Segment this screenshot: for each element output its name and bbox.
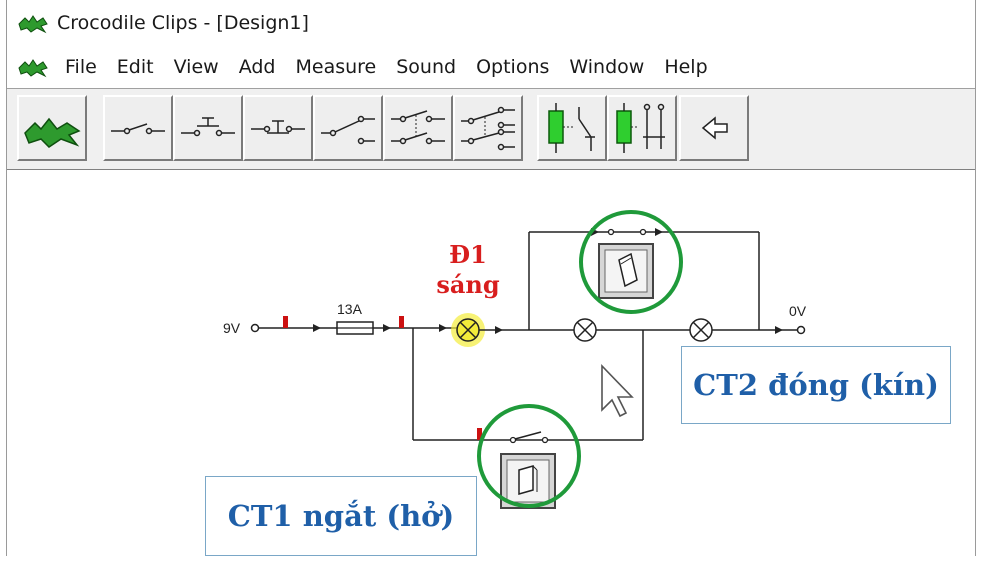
menu-view[interactable]: View (173, 56, 219, 78)
ground-label: 0V (789, 303, 807, 319)
current-arrow-icon (495, 326, 503, 334)
relay-changeover-icon (616, 103, 665, 153)
crocodile-icon (24, 117, 81, 148)
lamp-annotation-line2: sáng (436, 270, 500, 299)
toolbar (7, 88, 975, 171)
current-arrow-icon (313, 324, 321, 332)
source-terminal[interactable] (250, 323, 260, 333)
probe-marker (283, 316, 288, 328)
menu-bar: File Edit View Add Measure Sound Options… (7, 48, 975, 86)
menu-file[interactable]: File (65, 56, 97, 78)
circuit-diagram: 9V 13A 0V (223, 210, 807, 509)
dpst-switch-button[interactable] (383, 95, 453, 161)
menu-add[interactable]: Add (238, 56, 276, 78)
switch-spst-button[interactable] (103, 95, 173, 161)
current-arrow-icon (383, 324, 391, 332)
dpdt-switch-button[interactable] (453, 95, 523, 161)
source-label: 9V (223, 320, 241, 336)
push-to-break-icon (251, 120, 305, 134)
push-switch-button[interactable] (173, 95, 243, 161)
current-arrow-icon (439, 324, 447, 332)
relay-spst-button[interactable] (537, 95, 607, 161)
lamp-annotation-line1: Đ1 (449, 240, 487, 269)
menu-edit[interactable]: Edit (116, 56, 154, 78)
dpdt-switch-icon (461, 106, 515, 151)
menu-help[interactable]: Help (664, 56, 708, 78)
relay-icon (548, 103, 595, 153)
ct2-label: CT2 đóng (kín) (681, 346, 951, 424)
ct2-highlight-circle (579, 210, 683, 314)
menu-sound[interactable]: Sound (396, 56, 457, 78)
crocodile-menu-icon[interactable] (17, 54, 49, 80)
circuit-canvas[interactable]: 9V 13A 0V Đ1 sáng CT2 đóng (kín) CT1 ngắ… (7, 170, 975, 556)
menu-window[interactable]: Window (569, 56, 645, 78)
ground-terminal[interactable] (796, 325, 806, 335)
arrow-left-icon (701, 116, 728, 140)
changeover-switch-button[interactable] (313, 95, 383, 161)
spdt-switch-icon (321, 115, 375, 145)
push-break-button[interactable] (243, 95, 313, 161)
menu-measure[interactable]: Measure (295, 56, 377, 78)
crocodile-logo-icon (18, 15, 48, 34)
probe-marker (477, 428, 482, 440)
mouse-pointer-icon (601, 364, 634, 418)
window-title: Crocodile Clips - [Design1] (57, 12, 309, 34)
current-arrow-icon (775, 326, 783, 334)
dpst-switch-icon (391, 110, 445, 145)
crocodile-tool-button[interactable] (17, 95, 87, 161)
fuse-label: 13A (337, 301, 363, 317)
menu-options[interactable]: Options (476, 56, 550, 78)
ct1-label: CT1 ngắt (hở) (205, 476, 477, 556)
spst-switch-icon (111, 123, 165, 135)
push-to-make-icon (181, 117, 235, 137)
probe-marker (399, 316, 404, 328)
rocker-switch-icon (518, 465, 534, 495)
lamp-annotation: Đ1 sáng (431, 240, 505, 300)
ct1-highlight-circle (477, 404, 581, 508)
app-window: Crocodile Clips - [Design1] File Edit Vi… (6, 0, 976, 556)
relay-dpdt-button[interactable] (607, 95, 677, 161)
title-bar: Crocodile Clips - [Design1] (7, 0, 975, 46)
back-button[interactable] (679, 95, 749, 161)
